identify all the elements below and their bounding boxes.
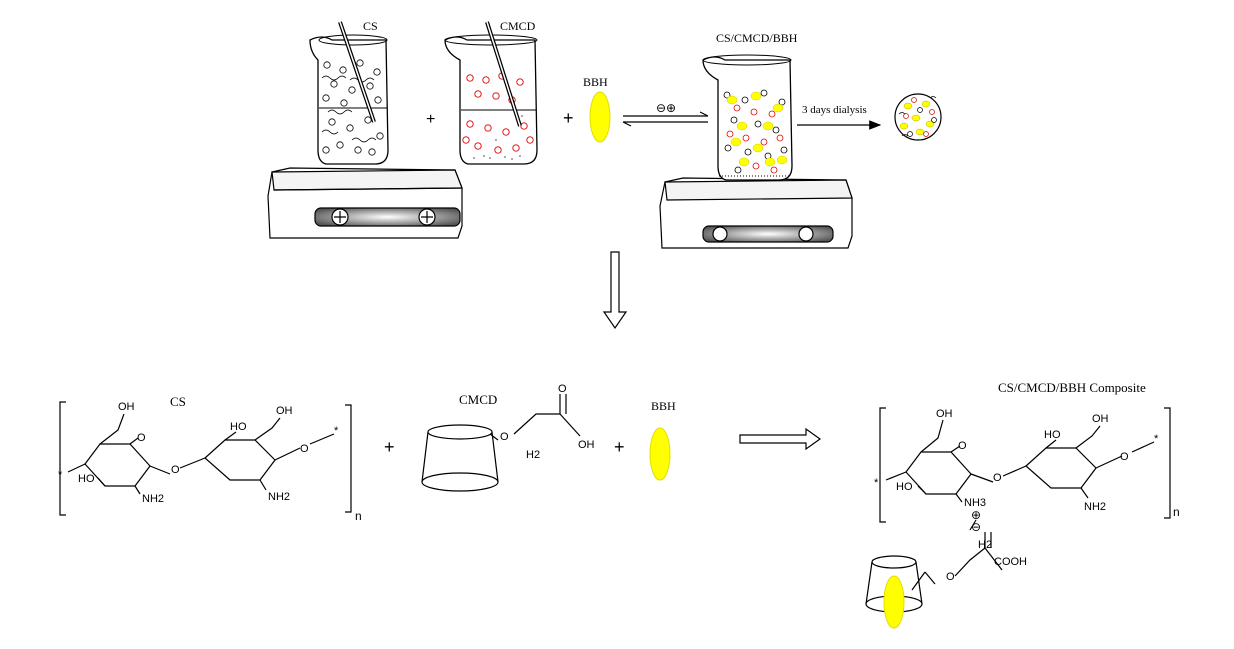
comp-o-bridge: O [993,472,1002,484]
product-charges-black [723,89,788,174]
cmcd-structure [421,394,581,492]
cs-ho-1: HO [78,473,95,485]
bbh-oval-bottom [649,427,671,481]
plus-2: + [563,108,574,128]
cs-star-left: * [58,469,63,481]
comp-oh-1: OH [936,408,953,420]
cs-oh-2: OH [276,405,293,417]
comp-nh2: NH2 [1084,501,1106,513]
comp-n-subscript: n [1173,505,1180,519]
equilibrium-arrows [622,111,709,127]
cmcd-o-carbonyl: O [558,383,567,395]
comp-nh3: NH3 [964,497,986,509]
product-bbh-dots [726,91,788,167]
cmcd-dots [473,115,523,160]
comp-o-ether: O [946,571,955,583]
hotplate-left [267,167,463,239]
beaker-product [702,54,793,181]
product-charges-red [726,104,784,174]
label-cs-bottom: CS [170,394,186,409]
beaker-cs [309,21,389,165]
comp-o-ring1: O [958,440,967,452]
cs-ho-2: HO [230,421,247,433]
label-cmcd-bottom: CMCD [459,392,497,407]
cmcd-oh: OH [578,439,595,451]
comp-cooh: COOH [994,556,1027,568]
cs-n-subscript: n [355,509,362,523]
label-bbh-bottom: BBH [651,399,676,413]
label-cs-top: CS [363,19,378,33]
cs-nh2-2: NH2 [268,491,290,503]
cs-o-bridge: O [171,464,180,476]
cs-nh2-1: NH2 [142,493,164,505]
right-arrow [739,427,822,451]
label-product-top: CS/CMCD/BBH [716,31,798,45]
bbh-oval-composite [883,575,905,629]
comp-charge-neg: ⊖ [971,520,981,534]
down-arrow [602,251,628,330]
comp-ho-2: HO [1044,429,1061,441]
cs-star-right: * [334,425,339,437]
cs-o-right: O [300,443,309,455]
charge-pair-label: ⊖⊕ [656,101,676,115]
bbh-oval-top [589,91,611,143]
composite-structure [879,407,1171,591]
plus-4: + [614,437,625,457]
comp-star-left: * [874,477,879,489]
comp-h2: H2 [978,539,992,551]
comp-charge-pos: ⊕ [971,508,981,522]
cs-oh-1: OH [118,401,135,413]
comp-ho-1: HO [896,481,913,493]
cmcd-h2: H2 [526,449,540,461]
nanoparticle [894,93,942,141]
plus-1: + [426,111,435,128]
cs-o-ring1: O [137,432,146,444]
cmcd-o-ether: O [500,431,509,443]
beaker-cmcd [444,21,538,165]
plus-3: + [384,437,395,457]
cs-structure [59,401,352,516]
label-bbh-top: BBH [583,75,608,89]
hotplate-right [659,177,853,249]
label-cmcd-top: CMCD [500,19,536,33]
comp-o-right: O [1120,451,1129,463]
label-dialysis: 3 days dialysis [802,104,867,116]
comp-star-right: * [1154,433,1159,445]
label-composite: CS/CMCD/BBH Composite [998,380,1146,395]
comp-oh-2: OH [1092,413,1109,425]
